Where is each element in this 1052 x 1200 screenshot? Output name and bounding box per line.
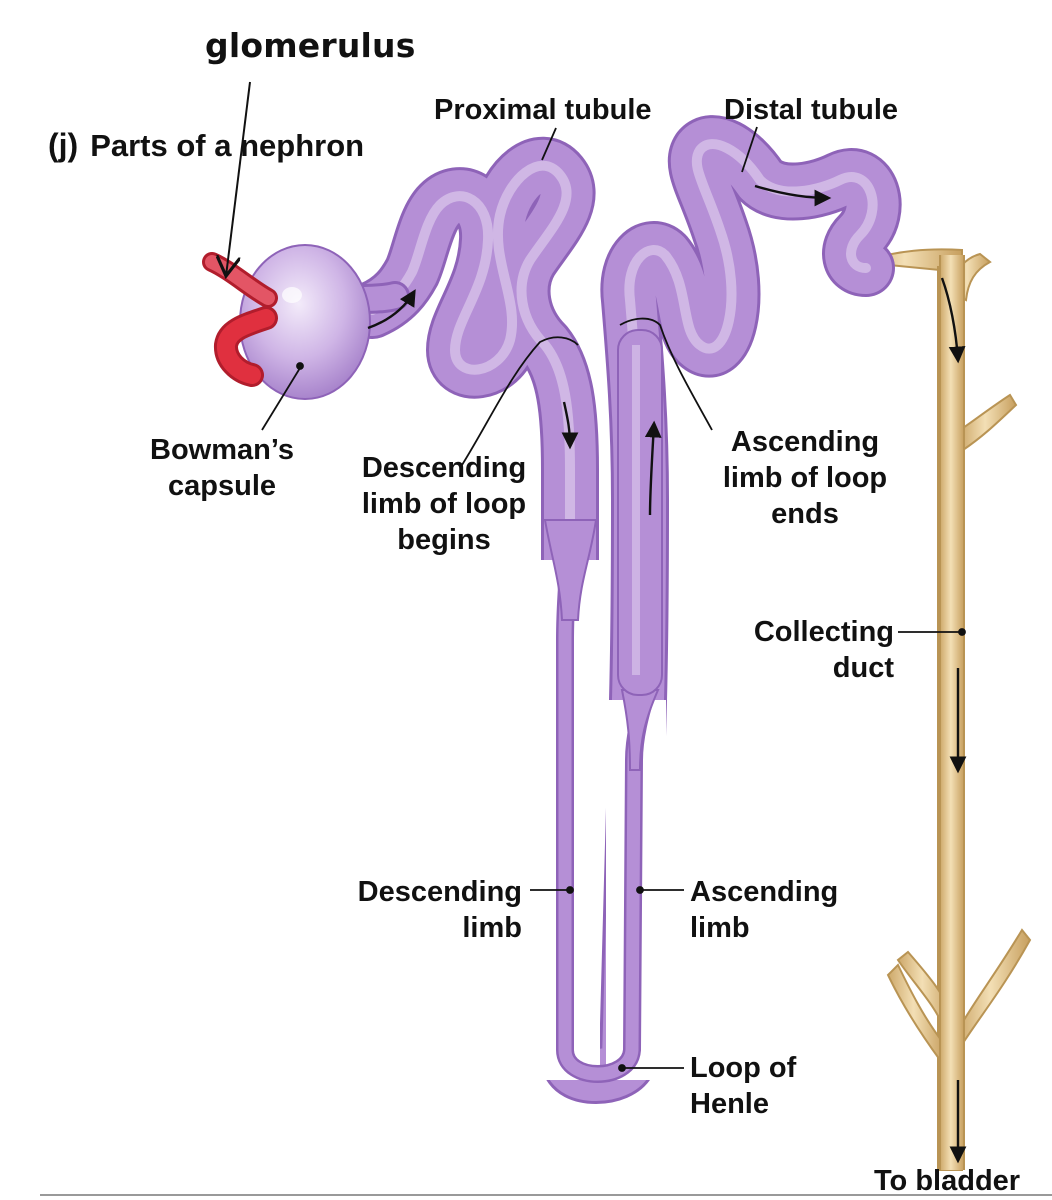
label-to-bladder: To bladder: [874, 1165, 1021, 1197]
label-line: Bowman’s: [150, 434, 294, 466]
label-line: limb of loop: [722, 462, 888, 494]
label-ascending-limb: Ascending limb: [690, 874, 870, 946]
label-line: Ascending: [730, 426, 880, 458]
label-descending-limb-begins: Descending limb of loop begins: [340, 450, 548, 558]
label-line: begins: [397, 524, 491, 556]
bowmans-capsule-shape: [239, 244, 410, 400]
label-line: Collecting: [753, 616, 894, 648]
label-loop-of-henle: Loop of Henle: [690, 1050, 830, 1122]
panel-title-text: Parts of a nephron: [90, 128, 365, 163]
loop-of-henle-thin-segment: [540, 329, 666, 1083]
leader-lines: [226, 81, 966, 1072]
panel-letter: (j): [48, 127, 79, 163]
label-ascending-limb-ends: Ascending limb of loop ends: [700, 424, 910, 532]
label-line: limb of loop: [361, 488, 527, 520]
flow-arrows: [367, 184, 967, 1164]
label-collecting-duct: Collecting duct: [722, 614, 894, 686]
label-line: ends: [771, 498, 839, 530]
label-distal-tubule: Distal tubule: [724, 94, 899, 126]
glomerulus-callout: glomerulus: [205, 26, 416, 65]
label-line: Descending: [357, 876, 522, 908]
label-proximal-tubule: Proximal tubule: [434, 94, 652, 126]
label-line: Henle: [690, 1088, 769, 1120]
label-line: duct: [832, 652, 894, 684]
label-descending-limb: Descending limb: [326, 874, 522, 946]
label-line: Ascending: [690, 876, 839, 908]
label-bowmans-capsule: Bowman’s capsule: [132, 432, 312, 504]
label-line: Loop of: [690, 1052, 797, 1084]
label-line: limb: [462, 912, 522, 944]
collecting-duct-shape: [857, 248, 1032, 1171]
label-line: Descending: [361, 452, 527, 484]
label-line: capsule: [168, 470, 276, 502]
panel-title: (j) Parts of a nephron: [48, 127, 364, 164]
label-line: limb: [690, 912, 750, 944]
